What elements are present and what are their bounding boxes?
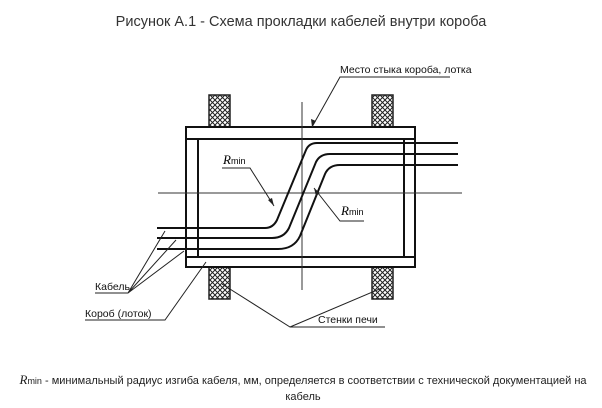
rmin-label-right: Rmin [340, 203, 363, 218]
walls-label: Стенки печи [318, 314, 378, 326]
box-label: Короб (лоток) [85, 308, 152, 320]
furnace-wall-top-left [208, 94, 231, 128]
furnace-wall-top-right [371, 94, 394, 128]
legend-note: Rmin - минимальный радиус изгиба кабеля,… [19, 372, 587, 403]
joint-label: Место стыка короба, лотка [340, 64, 472, 76]
furnace-wall-bottom-right [371, 266, 394, 300]
cable-label: Кабель [95, 281, 130, 293]
cable-3 [157, 164, 458, 250]
furnace-wall-bottom-left [208, 266, 231, 300]
figure-title: Рисунок А.1 - Схема прокладки кабелей вн… [115, 14, 487, 30]
rmin-label-left: Rmin [222, 152, 245, 167]
cable-box-outer [185, 126, 416, 268]
cable-1 [157, 142, 458, 229]
cable-2 [157, 153, 458, 239]
